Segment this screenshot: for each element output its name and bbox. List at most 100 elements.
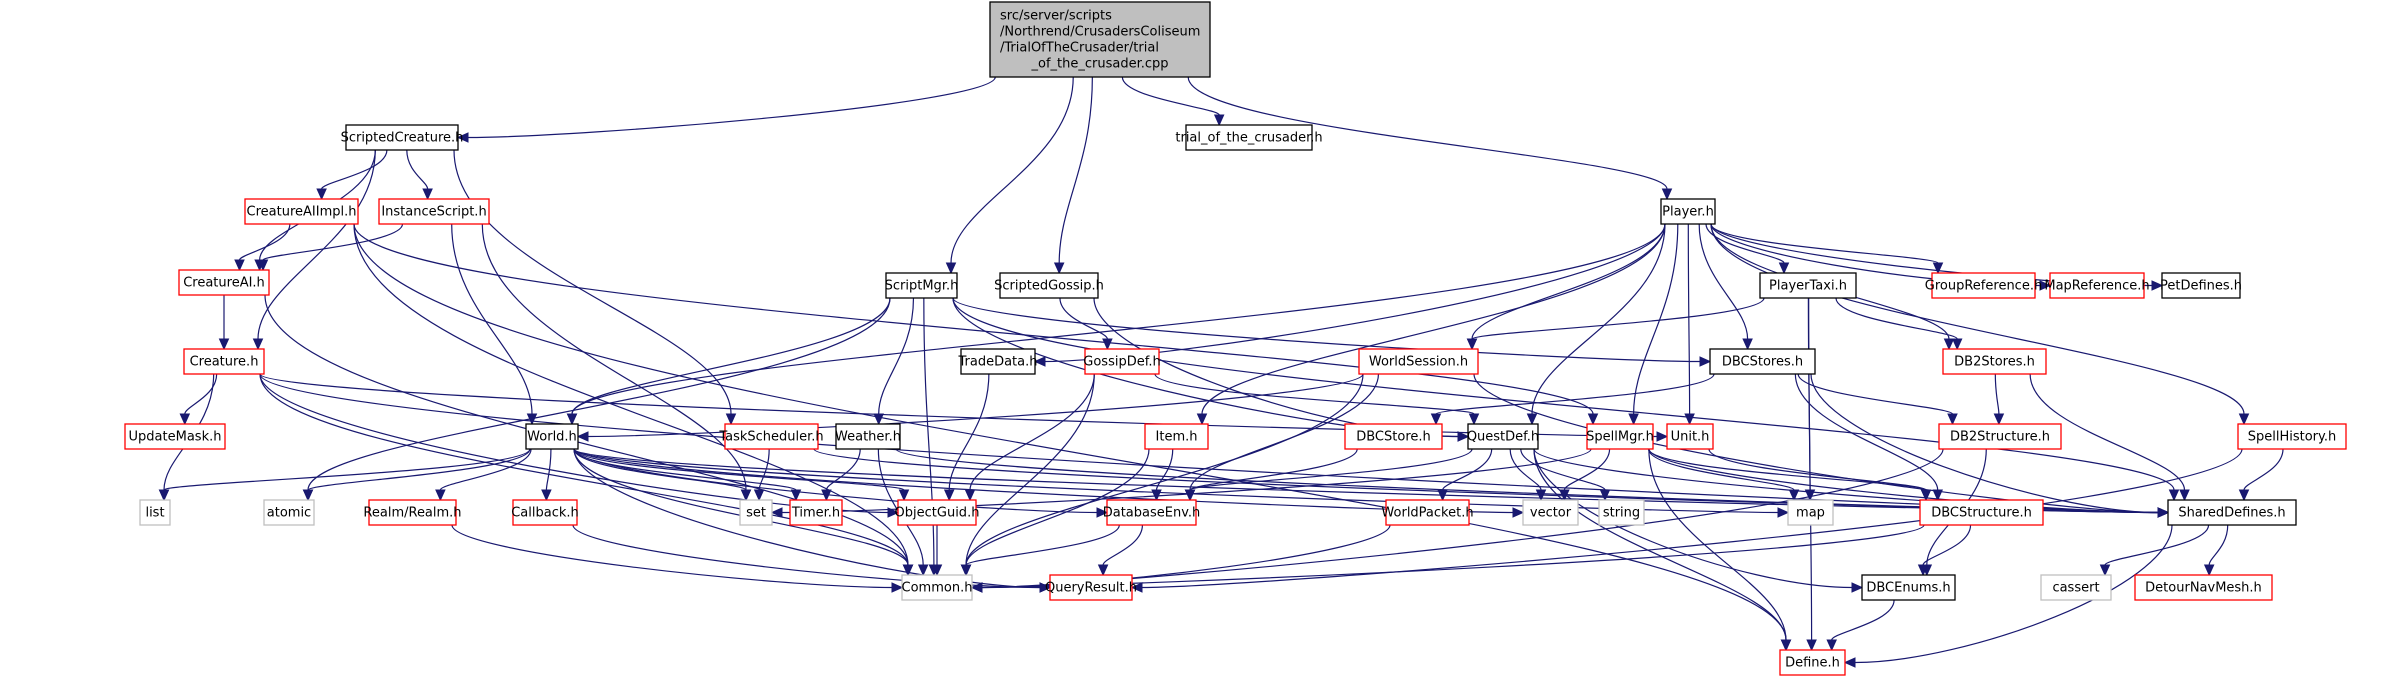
- node-box: [124, 423, 226, 450]
- node-scriptmgr-h[interactable]: ScriptMgr.h: [885, 272, 959, 299]
- node-dbcstructure-h[interactable]: DBCStructure.h: [1919, 499, 2044, 526]
- arrowhead-icon: [1535, 489, 1547, 502]
- edge-line: [1797, 373, 1954, 415]
- edge-line: [353, 223, 1594, 415]
- node-questdef-h[interactable]: QuestDef.h: [1467, 423, 1539, 450]
- node-taskscheduler-h[interactable]: TaskScheduler.h: [718, 423, 824, 450]
- edge-line: [259, 373, 1658, 438]
- node-box: [1185, 124, 1313, 151]
- node-list[interactable]: list: [139, 499, 171, 526]
- node-timer-h[interactable]: Timer.h: [789, 499, 843, 526]
- edge-line: [1563, 448, 1611, 491]
- node-queryresult-h[interactable]: QueryResult.h: [1045, 574, 1137, 601]
- node-spellhistory-h[interactable]: SpellHistory.h: [2237, 423, 2347, 450]
- edge-questdef-to-vector: [1509, 448, 1547, 502]
- node-box: [2167, 499, 2297, 526]
- node-realm-realm-h[interactable]: Realm/Realm.h: [363, 499, 462, 526]
- edge-worldsession-to-world: [576, 373, 1364, 442]
- arrowhead-icon: [1656, 431, 1669, 442]
- node-scriptedcreature-h[interactable]: ScriptedCreature.h: [341, 124, 464, 151]
- node-instancescript-h[interactable]: InstanceScript.h: [378, 198, 490, 225]
- edge-playertaxi-to-worldsession: [1466, 297, 1765, 351]
- node-callback-h[interactable]: Callback.h: [511, 499, 579, 526]
- node-unit-h[interactable]: Unit.h: [1666, 423, 1714, 450]
- node-creatureaiimpl-h[interactable]: CreatureAIImpl.h: [244, 198, 359, 225]
- node-label: InstanceScript.h: [381, 205, 486, 220]
- edge-player-to-dbcstores: [1698, 223, 1753, 351]
- node-label: _of_the_crusader.cpp: [1030, 57, 1168, 72]
- edge-player-to-questdef: [1526, 223, 1666, 426]
- node-detournavmesh-h[interactable]: DetourNavMesh.h: [2134, 574, 2273, 601]
- node-label: WorldPacket.h: [1381, 506, 1473, 521]
- arrowhead-icon: [1599, 489, 1611, 502]
- node-set[interactable]: set: [739, 499, 773, 526]
- arrowhead-icon: [1684, 413, 1695, 426]
- edge-line: [758, 448, 770, 491]
- arrowhead-icon: [1778, 262, 1790, 275]
- edge-player-to-groupreference: [1710, 223, 1944, 275]
- edge-dbcenums-to-define: [1826, 599, 1895, 652]
- node-weather-h[interactable]: Weather.h: [835, 423, 901, 450]
- node-cassert[interactable]: cassert: [2040, 574, 2112, 601]
- node-db2structure-h[interactable]: DB2Structure.h: [1938, 423, 2062, 450]
- arrowhead-icon: [898, 489, 910, 502]
- edge-unit-to-dbcstructure: [1708, 448, 1932, 502]
- node-src-server-scripts-northrend-crusaderscoliseum-trialofthecrusader-trial-of-the-crusader-cpp[interactable]: src/server/scripts/Northrend/CrusadersCo…: [989, 1, 1211, 78]
- node-string[interactable]: string: [1598, 499, 1645, 526]
- edge-line: [1471, 297, 1765, 340]
- edge-questdef-to-databaseenv: [1184, 448, 1473, 502]
- edge-line: [1810, 373, 2159, 514]
- edge-line: [1710, 223, 1939, 264]
- node-petdefines-h[interactable]: PetDefines.h: [2160, 272, 2242, 299]
- node-updatemask-h[interactable]: UpdateMask.h: [124, 423, 226, 450]
- node-label: SpellMgr.h: [1586, 430, 1654, 445]
- node-objectguid-h[interactable]: ObjectGuid.h: [895, 499, 980, 526]
- node-box: [1919, 499, 2044, 526]
- arrowhead-icon: [1196, 413, 1208, 426]
- node-creature-h[interactable]: Creature.h: [183, 348, 265, 375]
- edge-line: [1187, 76, 1668, 190]
- edge-world-to-atomic: [302, 448, 531, 502]
- node-playertaxi-h[interactable]: PlayerTaxi.h: [1759, 272, 1857, 299]
- node-world-h[interactable]: World.h: [525, 423, 579, 450]
- node-common-h[interactable]: Common.h: [901, 574, 973, 601]
- edge-line: [451, 524, 893, 589]
- arrowhead-icon: [917, 564, 929, 577]
- edge-line: [1121, 76, 1220, 116]
- node-box: [1467, 423, 1539, 450]
- node-map[interactable]: map: [1787, 499, 1834, 526]
- node-scriptedgossip-h[interactable]: ScriptedGossip.h: [994, 272, 1104, 299]
- arrowhead-icon: [1932, 262, 1944, 275]
- edge-line: [1141, 448, 2243, 589]
- node-groupreference-h[interactable]: GroupReference.h: [1925, 272, 2042, 299]
- node-gossipdef-h[interactable]: GossipDef.h: [1083, 348, 1161, 375]
- edge-player-to-world: [566, 223, 1666, 426]
- node-vector[interactable]: vector: [1522, 499, 1579, 526]
- node-dbcstore-h[interactable]: DBCStore.h: [1344, 423, 1443, 450]
- edge-world-to-databaseenv: [573, 448, 1109, 518]
- node-databaseenv-h[interactable]: DatabaseEnv.h: [1103, 499, 1201, 526]
- node-trial-of-the-crusader-h[interactable]: trial_of_the_crusader.h: [1175, 124, 1323, 151]
- edge-line: [781, 448, 1592, 514]
- node-shareddefines-h[interactable]: SharedDefines.h: [2167, 499, 2297, 526]
- node-label: DB2Structure.h: [1950, 430, 2050, 445]
- node-db2stores-h[interactable]: DB2Stores.h: [1942, 348, 2047, 375]
- node-worldsession-h[interactable]: WorldSession.h: [1358, 348, 1479, 375]
- edge-player-to-item: [1196, 223, 1666, 426]
- edge-line: [353, 223, 1787, 641]
- node-mapreference-h[interactable]: MapReference.h: [2044, 272, 2150, 299]
- arrowhead-icon: [740, 489, 752, 502]
- node-box: [724, 423, 819, 450]
- node-dbcenums-h[interactable]: DBCEnums.h: [1861, 574, 1956, 601]
- arrowhead-icon: [1932, 489, 1943, 502]
- edge-tradedata-to-objectguid: [943, 373, 990, 502]
- node-player-h[interactable]: Player.h: [1660, 198, 1716, 225]
- node-spellmgr-h[interactable]: SpellMgr.h: [1586, 423, 1654, 450]
- node-atomic[interactable]: atomic: [263, 499, 315, 526]
- node-tradedata-h[interactable]: TradeData.h: [957, 348, 1038, 375]
- node-item-h[interactable]: Item.h: [1144, 423, 1209, 450]
- node-define-h[interactable]: Define.h: [1779, 649, 1846, 676]
- node-worldpacket-h[interactable]: WorldPacket.h: [1381, 499, 1474, 526]
- node-creatureai-h[interactable]: CreatureAI.h: [178, 269, 270, 296]
- node-dbcstores-h[interactable]: DBCStores.h: [1709, 348, 1816, 375]
